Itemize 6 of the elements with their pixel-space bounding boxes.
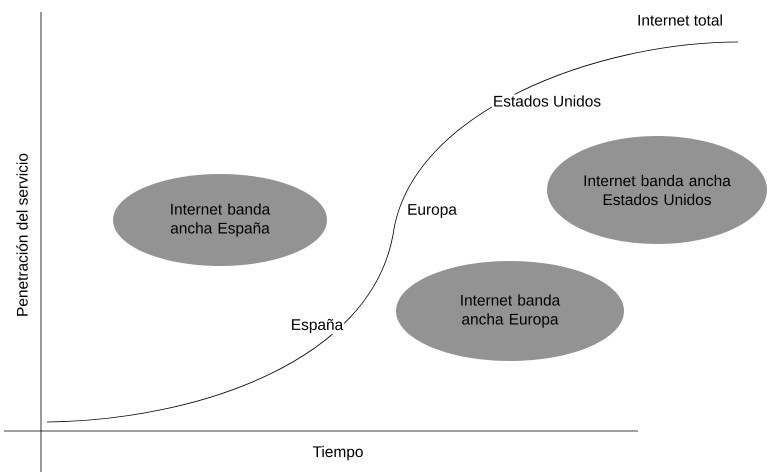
axis-title: Tiempo	[312, 446, 363, 460]
curve-label: España	[290, 318, 344, 334]
curve-label: Europa	[406, 203, 458, 219]
curve-label: Estados Unidos	[492, 94, 602, 108]
axis-title: Penetración del servicio	[16, 154, 28, 316]
curve-label: Internet total	[638, 14, 722, 26]
